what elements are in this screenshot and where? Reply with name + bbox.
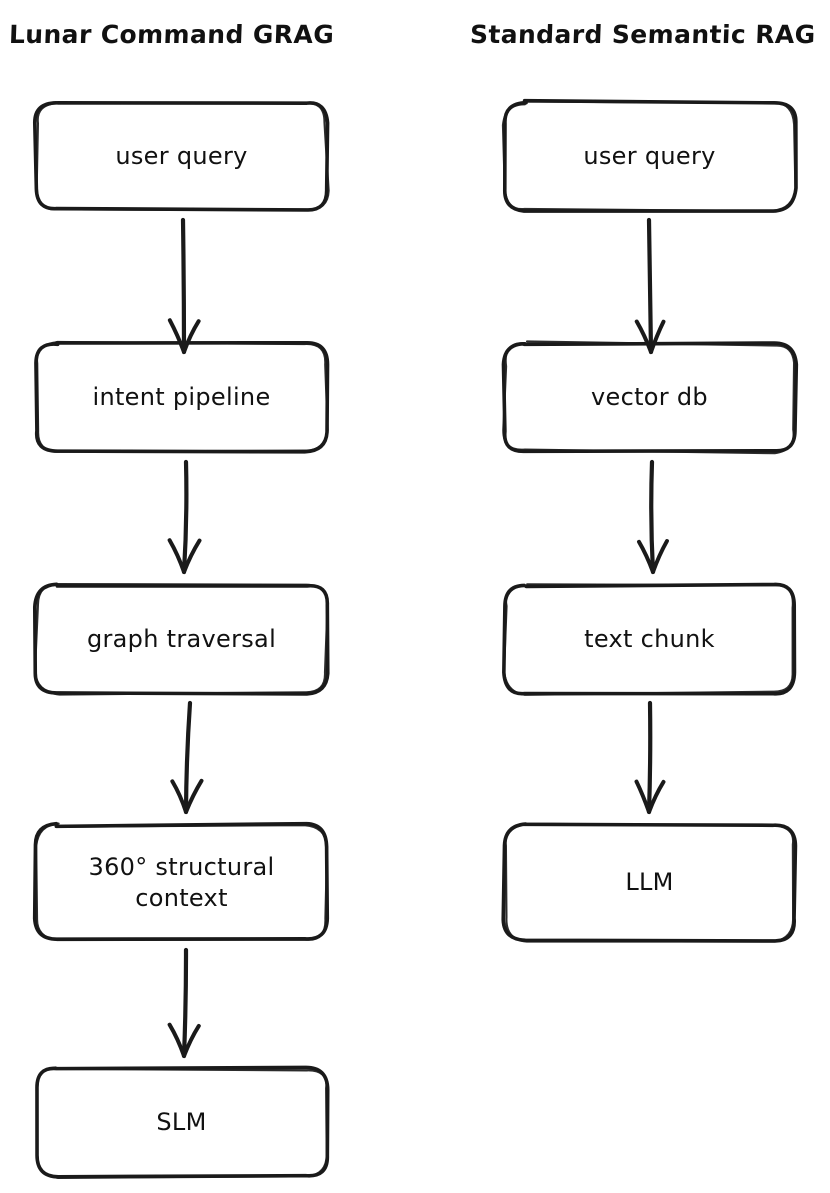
node-outline-primary [34, 341, 330, 454]
arrowhead-wing-right [647, 779, 666, 814]
flow-node-r4[interactable] [501, 822, 798, 943]
arrowhead-wing-left [167, 538, 186, 574]
flow-node-r1[interactable] [501, 98, 798, 213]
column-title-left: Lunar Command GRAG [8, 20, 335, 49]
arrow-shaft [649, 459, 656, 575]
arrowhead-wing-left [634, 779, 651, 814]
node-outline-primary [502, 98, 798, 213]
arrowhead-wing-right [184, 778, 204, 814]
arrowhead-wing-right [182, 319, 201, 354]
node-outline-primary [32, 582, 330, 696]
flow-arrow-a-r3-r4 [634, 700, 666, 815]
flow-arrow-a-l4-l5 [167, 947, 201, 1059]
flow-node-l1[interactable] [32, 100, 330, 212]
arrow-shaft [646, 217, 654, 355]
flow-node-r2[interactable] [501, 340, 799, 455]
node-outline-sketch-pass [504, 822, 795, 943]
node-outline-sketch-pass [35, 822, 329, 942]
node-outline-primary [501, 341, 799, 454]
flow-node-l4[interactable] [32, 821, 330, 942]
node-outline-sketch-pass [35, 101, 330, 212]
flow-arrow-a-r1-r2 [634, 217, 666, 355]
arrow-shaft [646, 700, 653, 815]
node-outline-primary [501, 822, 798, 943]
flow-arrow-a-r2-r3 [637, 459, 669, 575]
node-outline-sketch-pass [35, 340, 329, 453]
node-outline-primary [502, 582, 797, 696]
flow-arrow-a-l2-l3 [167, 459, 202, 575]
arrowhead-wing-right [182, 538, 202, 574]
node-outline-primary [32, 100, 330, 212]
node-outline-sketch-pass [35, 1066, 328, 1179]
node-outline-primary [35, 1065, 330, 1179]
flow-arrow-a-l1-l2 [167, 217, 201, 355]
flow-node-l5[interactable] [35, 1065, 330, 1179]
node-outline-sketch-pass [502, 340, 796, 455]
arrow-shaft [181, 947, 189, 1059]
node-shapes-layer [32, 98, 799, 1179]
arrow-shaft [180, 217, 187, 355]
node-outline-sketch-pass [502, 583, 794, 696]
flow-node-l3[interactable] [32, 582, 330, 696]
arrowhead-wing-right [651, 539, 669, 574]
column-title-right: Standard Semantic RAG [469, 20, 817, 49]
node-outline-sketch-pass [501, 100, 797, 213]
edge-arrows-layer [167, 217, 669, 1059]
arrow-shaft [181, 459, 189, 575]
node-outline-primary [32, 821, 330, 941]
arrowhead-wing-right [649, 319, 666, 354]
flow-node-l2[interactable] [34, 340, 330, 454]
arrow-shaft [183, 700, 193, 815]
arrowhead-wing-left [170, 779, 188, 814]
flow-node-r3[interactable] [502, 582, 797, 696]
arrowhead-wing-left [167, 1022, 186, 1058]
node-outline-sketch-pass [33, 582, 329, 696]
flow-arrow-a-l3-l4 [170, 700, 204, 815]
arrowhead-wing-right [182, 1023, 201, 1058]
